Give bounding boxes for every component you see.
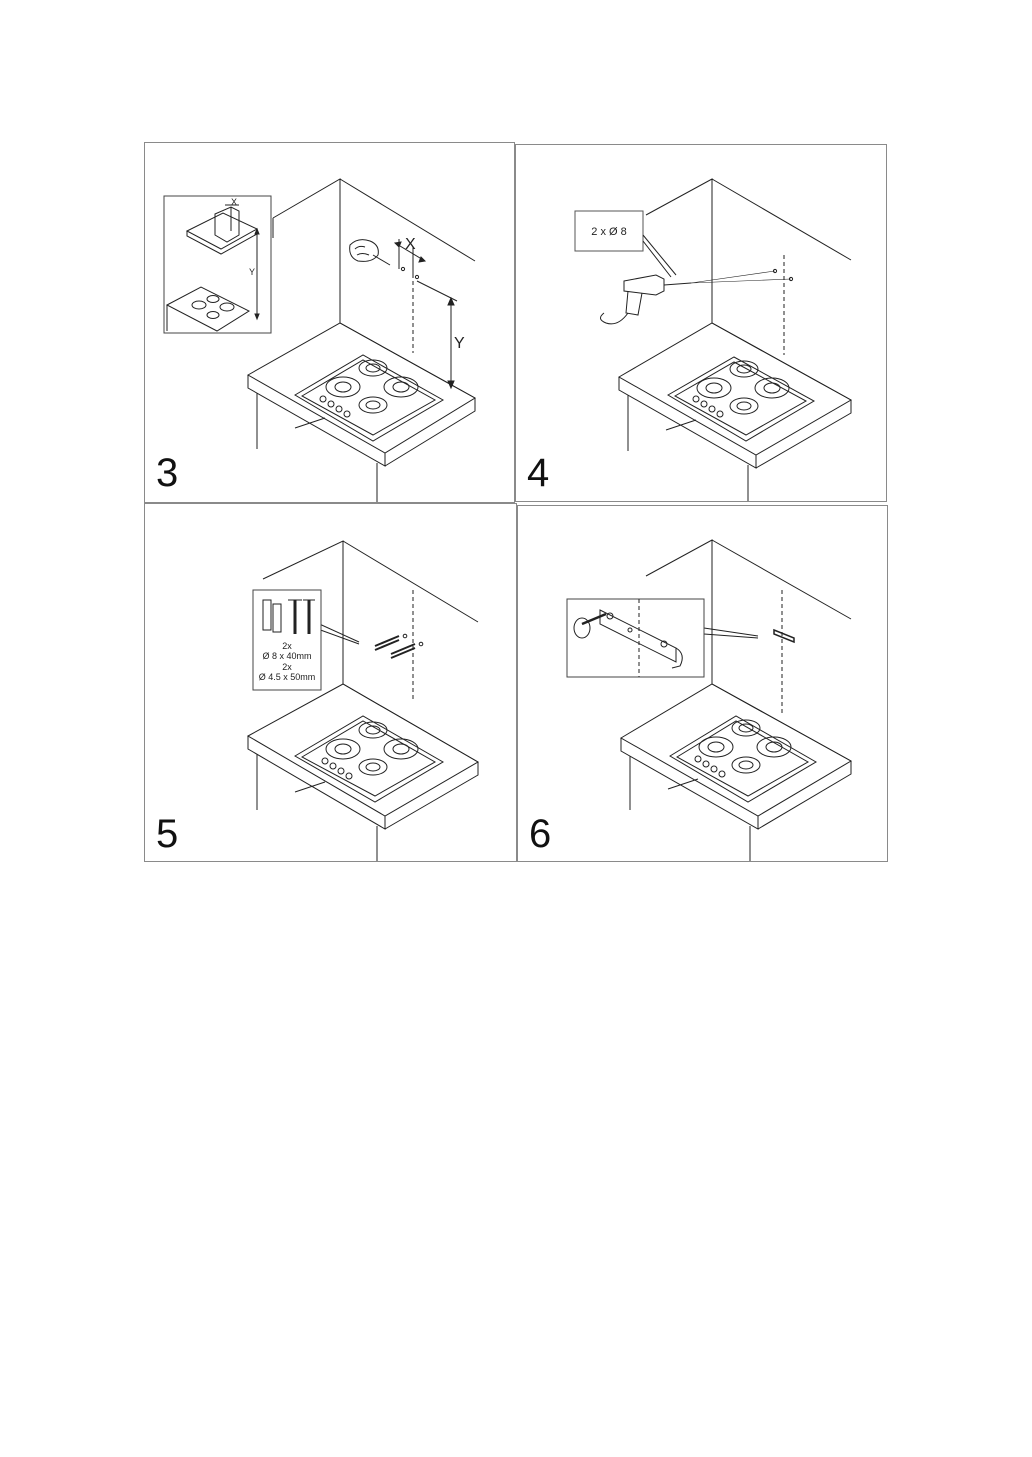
step-5-kit-qty-2: 2x <box>253 662 321 672</box>
step-3-y-label: Y <box>454 335 465 352</box>
step-4-illustration: 2 x Ø 8 <box>516 145 886 501</box>
step-6-number: 6 <box>529 814 551 854</box>
step-3-inset-y-label: Y <box>249 267 255 277</box>
step-5-illustration <box>145 504 516 861</box>
step-4-panel: 2 x Ø 8 4 <box>515 144 887 502</box>
step-6-panel: 6 <box>517 505 888 862</box>
step-3-number: 3 <box>156 453 178 493</box>
step-6-illustration <box>518 506 887 861</box>
step-5-kit-size-1: Ø 8 x 40mm <box>253 651 321 661</box>
step-3-panel: X Y X Y 3 <box>144 142 515 503</box>
step-5-number: 5 <box>156 814 178 854</box>
step-3-inset-x-label: X <box>231 197 237 207</box>
step-5-panel: 2x Ø 8 x 40mm 2x Ø 4.5 x 50mm 5 <box>144 503 517 862</box>
step-3-x-label: X <box>405 236 416 253</box>
step-5-kit-qty-1: 2x <box>253 641 321 651</box>
step-4-number: 4 <box>527 453 549 493</box>
step-4-callout-text: 2 x Ø 8 <box>591 226 626 238</box>
step-3-illustration: X Y X Y <box>145 143 514 502</box>
step-5-kit-size-2: Ø 4.5 x 50mm <box>253 672 321 682</box>
